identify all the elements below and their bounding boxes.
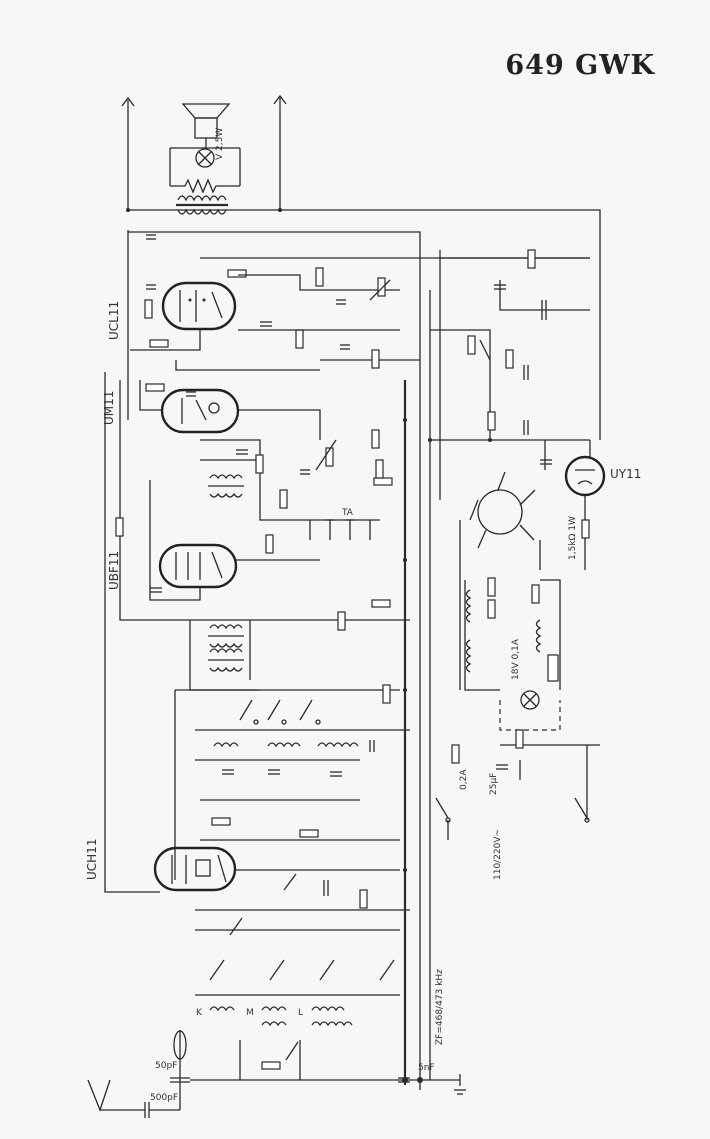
tube-uy11-label: UY11: [610, 467, 641, 481]
power-filter: [430, 249, 590, 470]
k-label: K: [196, 1008, 203, 1018]
rf-coils: [195, 742, 400, 841]
if-frequency-label: ZF=468/473 kHz: [435, 969, 445, 1045]
c-5nf-label: 5nF: [418, 1063, 435, 1073]
heater-chain: 18V 0,1A 25µF 0,2A: [435, 577, 600, 840]
detector-section: TA: [200, 429, 393, 554]
c-50pf-label: 50pF: [155, 1061, 177, 1071]
speaker-lamp-label: V 2,5W: [215, 128, 225, 160]
tube-uy11: UY11 1,5kΩ 1W: [564, 440, 641, 570]
ta-label-1: TA: [341, 508, 354, 518]
tube-ucl11-label: UCL11: [107, 301, 121, 340]
speaker-section: V 2,5W: [121, 94, 601, 440]
fuse-label: 0,2A: [459, 769, 469, 790]
voltage-selector: [459, 471, 541, 690]
tube-um11: UM11: [102, 380, 321, 460]
model-title: 649 GWK: [505, 50, 655, 81]
tube-ubf11-label: UBF11: [107, 551, 121, 590]
lamp-label: 18V 0,1A: [511, 638, 521, 680]
band-switch: [174, 684, 410, 880]
tube-ucl11: UCL11: [107, 234, 320, 371]
tube-um11-label: UM11: [102, 391, 116, 425]
antenna-input: 500pF 50pF 5nF: [87, 1030, 435, 1118]
m-label: M: [246, 1008, 254, 1018]
tone-network: [238, 267, 420, 369]
r-1-5k-label: 1,5kΩ 1W: [568, 516, 578, 560]
input-stage: K M L: [195, 917, 400, 1080]
tube-ubf11: UBF11: [107, 480, 391, 631]
c-500pf-label: 500pF: [150, 1093, 178, 1103]
junction-dots: [126, 208, 492, 1083]
pilot-lamp-icon: [195, 148, 215, 168]
tube-uch11-label: UCH11: [85, 839, 99, 880]
l-label: L: [298, 1008, 303, 1018]
tube-uch11: UCH11: [85, 839, 410, 911]
supply-rails: [104, 230, 590, 1095]
mains-voltage-label: 110/220V~: [493, 829, 503, 880]
c-25uf-label: 25µF: [489, 773, 499, 795]
if-transformers: [189, 620, 260, 691]
